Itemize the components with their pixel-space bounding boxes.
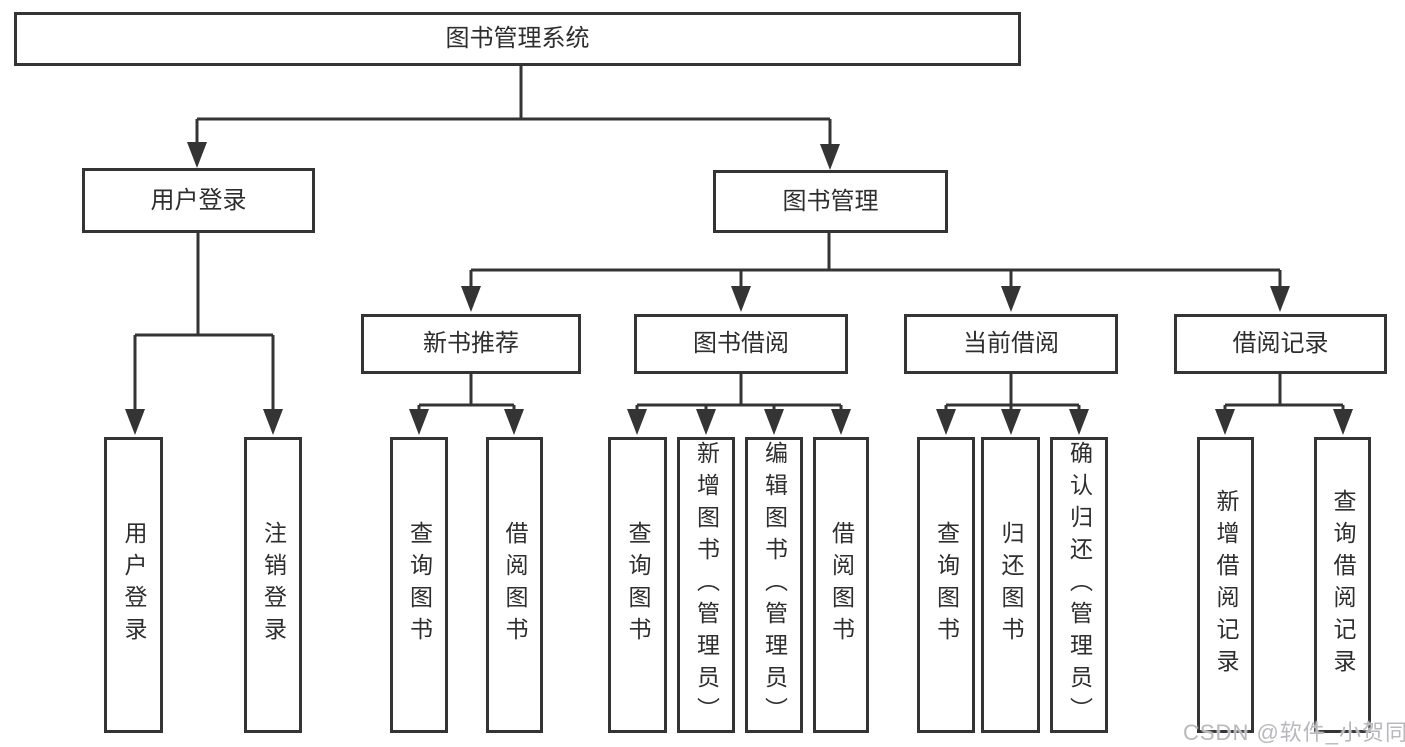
node-root: 图书管理系统 [14,12,1021,66]
leaf-user-login: 用户登录 [104,437,163,733]
leaf-query-borrow-record-label: 查询借阅记录 [1330,489,1356,681]
leaf-confirm-return-label: 确认归还（管理员） [1066,441,1093,729]
connector-new-book-rec-split [409,374,524,435]
leaf-query-borrow-record: 查询借阅记录 [1314,437,1371,733]
leaf-borrow-book-borrow-label: 借阅图书 [828,521,855,649]
leaf-add-book: 新增图书（管理员） [677,437,735,733]
node-user-login: 用户登录 [82,168,315,233]
leaf-add-borrow-record: 新增借阅记录 [1197,437,1254,733]
connector-root-split [187,66,840,170]
node-book-borrow: 图书借阅 [634,314,848,374]
connector-book-borrow-split [627,374,851,435]
leaf-edit-book-label: 编辑图书（管理员） [761,441,788,729]
leaf-return-book-label: 归还图书 [998,521,1024,649]
leaf-return-book: 归还图书 [981,437,1040,733]
leaf-confirm-return: 确认归还（管理员） [1050,437,1108,733]
connector-user-login-split [125,233,283,435]
node-new-book-rec: 新书推荐 [361,314,581,374]
connector-borrow-records-split [1215,374,1353,435]
connector-current-borrow-split [936,374,1089,435]
leaf-borrow-book-rec: 借阅图书 [486,437,543,733]
node-book-mgmt: 图书管理 [713,170,948,233]
leaf-query-book-current: 查询图书 [917,437,975,733]
node-borrow-records: 借阅记录 [1174,314,1387,374]
leaf-logout: 注销登录 [244,437,302,733]
leaf-query-book-rec: 查询图书 [390,437,448,733]
leaf-edit-book: 编辑图书（管理员） [745,437,803,733]
leaf-add-borrow-record-label: 新增借阅记录 [1213,489,1239,681]
leaf-logout-label: 注销登录 [260,521,287,649]
connector-book-mgmt-split [461,233,1290,312]
leaf-user-login-label: 用户登录 [121,521,147,649]
leaf-borrow-book-rec-label: 借阅图书 [502,521,528,649]
leaf-query-book-rec-label: 查询图书 [406,521,433,649]
node-current-borrow: 当前借阅 [904,314,1118,374]
leaf-add-book-label: 新增图书（管理员） [693,441,720,729]
watermark: CSDN @软件_小贺同学 [1183,720,1405,745]
leaf-query-book-current-label: 查询图书 [933,521,960,649]
leaf-borrow-book-borrow: 借阅图书 [813,437,869,733]
leaf-query-book-borrow-label: 查询图书 [625,521,651,649]
leaf-query-book-borrow: 查询图书 [608,437,667,733]
